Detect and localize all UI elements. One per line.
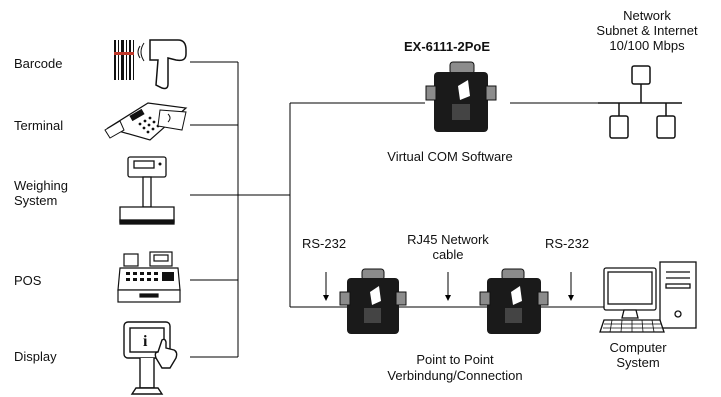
barcode-scanner-icon [113, 39, 187, 90]
network-line3: 10/100 Mbps [609, 38, 685, 53]
arrows [323, 272, 574, 301]
rs232-right-label: RS-232 [545, 236, 590, 251]
computer-line1: Computer [609, 340, 667, 355]
network-line1: Network [623, 8, 671, 23]
device-bottom-left-icon [339, 268, 407, 334]
network-line2: Subnet & Internet [596, 23, 698, 38]
label-pos: POS [14, 273, 42, 288]
weighing-scale-icon [119, 156, 175, 225]
device-bottom-right-icon [479, 268, 549, 334]
wiring-lines [190, 61, 604, 358]
p2p-line1: Point to Point [416, 352, 494, 367]
computer-icon [599, 261, 697, 333]
kiosk-info-glyph: i [143, 333, 148, 350]
device-top-icon [425, 61, 497, 132]
label-weighing-line1: Weighing [14, 178, 68, 193]
network-icon [598, 65, 682, 139]
payment-terminal-icon [104, 102, 188, 141]
rj45-line2: cable [432, 247, 464, 262]
kiosk-display-icon [123, 321, 178, 395]
label-display: Display [14, 349, 57, 364]
computer-line2: System [616, 355, 660, 370]
virtual-com-label: Virtual COM Software [387, 149, 513, 164]
label-barcode: Barcode [14, 56, 63, 71]
product-name: EX-6111-2PoE [404, 39, 490, 54]
rj45-line1: RJ45 Network [407, 232, 489, 247]
rs232-left-label: RS-232 [302, 236, 347, 251]
label-weighing-line2: System [14, 193, 58, 208]
cash-register-icon [117, 251, 181, 303]
p2p-line2: Verbindung/Connection [387, 368, 523, 383]
label-terminal: Terminal [14, 118, 64, 133]
